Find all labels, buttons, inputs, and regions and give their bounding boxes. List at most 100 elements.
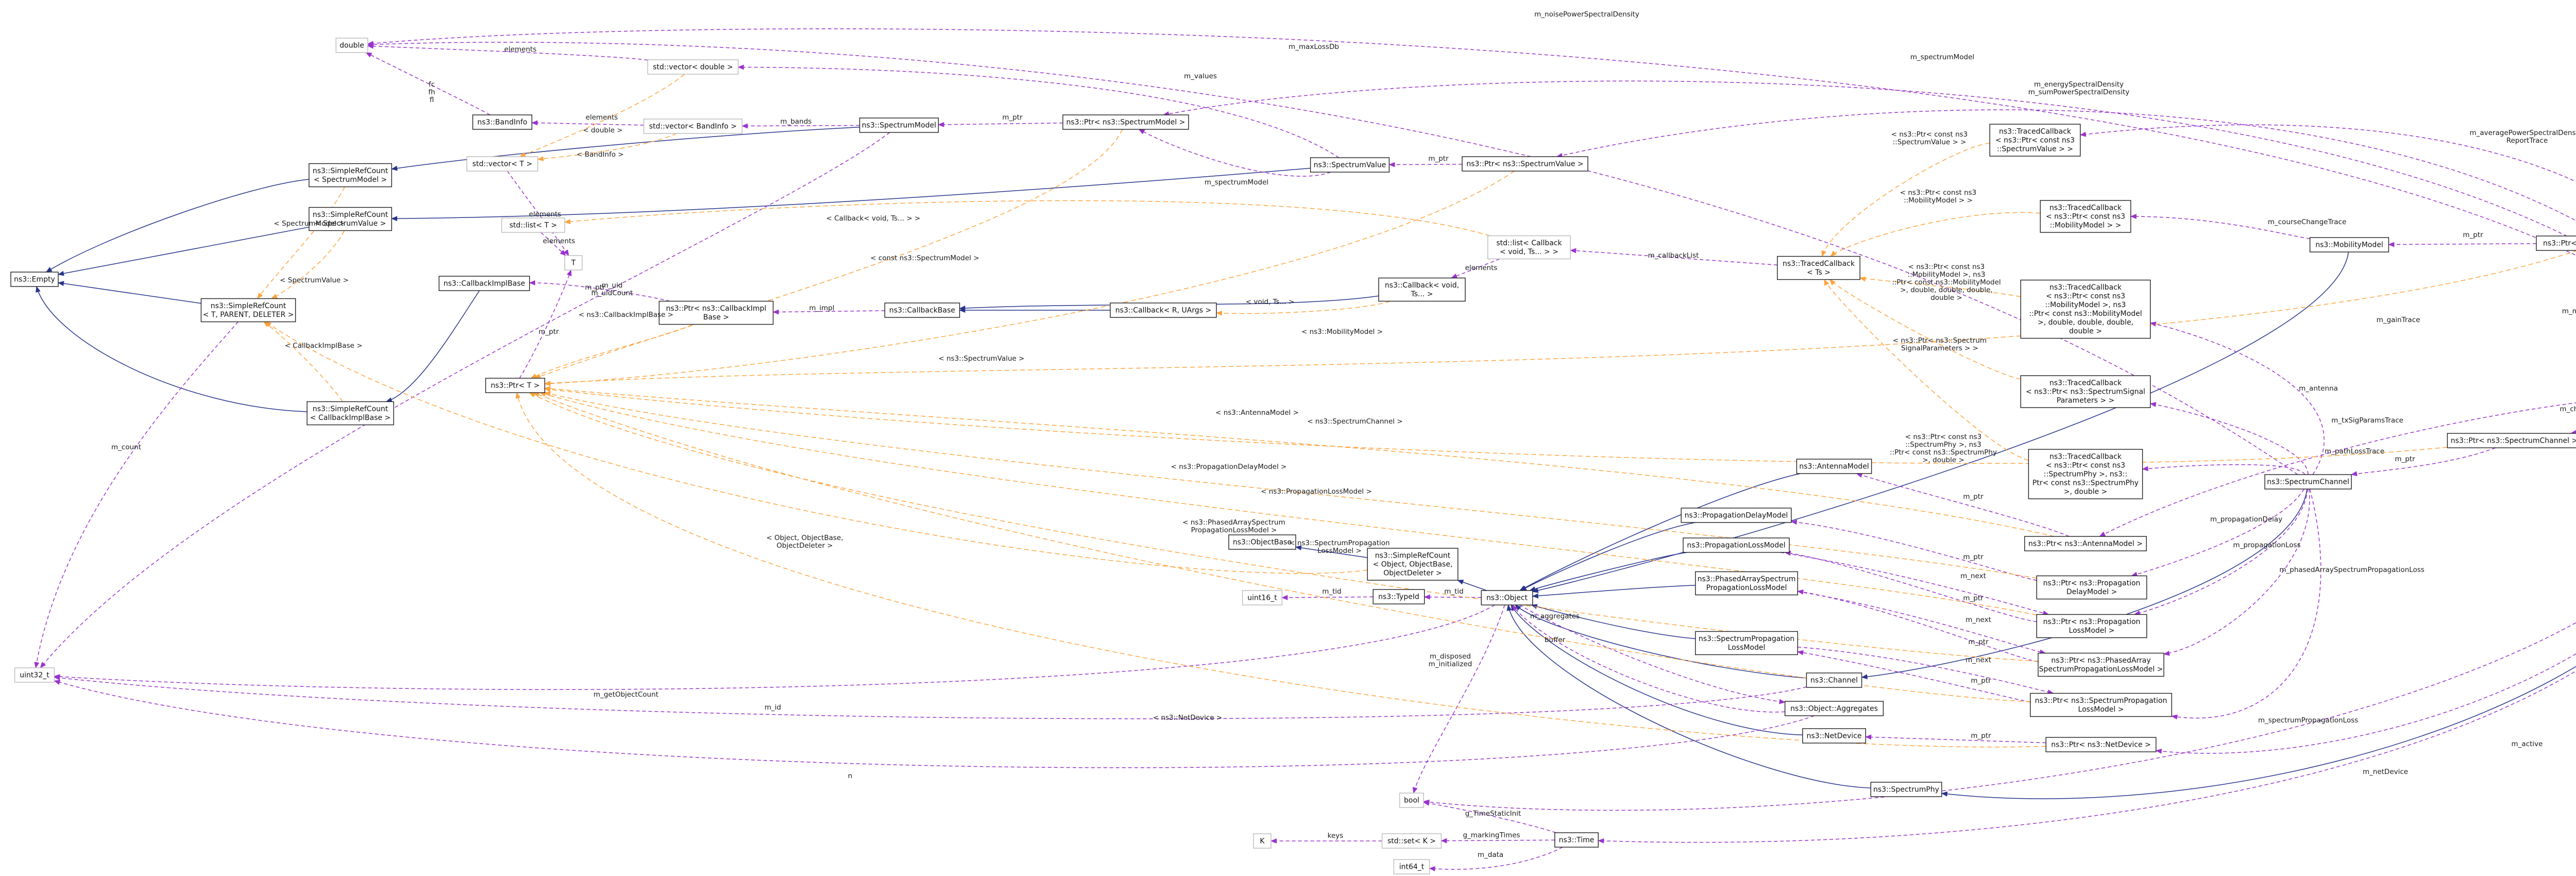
node-spectrummodel[interactable]: ns3::SpectrumModel [859,117,939,133]
edge-usage-analyzer-to-ptrnetdevice [2155,653,2576,754]
edge-label-callbackbase-to-ptrcallbackimplbase: m_impl [809,304,834,312]
node-label-tcgain: ns3::TracedCallback< ns3::Ptr< const ns3… [2029,283,2142,335]
edge-label-vect-to-tbox: elements [529,210,562,218]
edge-template-ptrpropdelay-to-ptrt [544,391,2037,579]
node-label-callbackruargs: ns3::Callback< R, UArgs > [1115,307,1211,315]
node-double[interactable]: double [335,38,368,53]
node-callbackruargs[interactable]: ns3::Callback< R, UArgs > [1110,302,1217,318]
edge-template-ptrcallbackimplbase-to-ptrt [530,324,693,379]
node-callbackimplbase[interactable]: ns3::CallbackImplBase [438,276,530,291]
node-tcmobility[interactable]: ns3::TracedCallback< ns3::Ptr< const ns3… [2040,200,2131,233]
node-vecdouble[interactable]: std::vector< double > [647,59,739,75]
node-int64[interactable]: int64_t [1393,859,1430,874]
node-ptrantenna[interactable]: ns3::Ptr< ns3::AntennaModel > [2024,536,2147,551]
edge-label-srccallbackimplbase-to-srctpd: < CallbackImplBase > [285,342,363,350]
node-spectrumphy[interactable]: ns3::SpectrumPhy [1870,782,1942,797]
edge-usage-analyzer-to-boolbox [1423,622,2576,811]
node-propdelay[interactable]: ns3::PropagationDelayModel [1681,508,1792,523]
node-tchub[interactable]: ns3::TracedCallback< Ts > [1777,256,1860,280]
edge-template-ptrnetdevice-to-ptrt [515,392,2046,748]
edge-label-tchub-to-listcallback: m_callbackList [1648,251,1699,260]
edge-template-vecbandinfo-to-vect [537,133,677,161]
node-mobilitymodel[interactable]: ns3::MobilityModel [2309,237,2389,252]
node-netdevice[interactable]: ns3::NetDevice [1802,728,1866,744]
node-uint16[interactable]: uint16_t [1242,590,1283,605]
node-setk[interactable]: std::set< K > [1381,833,1442,849]
edge-template-srcspectrumvalue-to-srctpd [271,230,345,299]
node-proploss[interactable]: ns3::PropagationLossModel [1683,537,1790,553]
node-label-ptrantenna: ns3::Ptr< ns3::AntennaModel > [2028,540,2143,548]
edge-label-spectrumchannel-to-ptrphasedarray: m_phasedArraySpectrumPropagationLoss [2279,566,2425,574]
node-tcgain[interactable]: ns3::TracedCallback< ns3::Ptr< const ns3… [2020,279,2151,339]
edge-label-ptrcallbackimplbase-to-ptrt: < ns3::CallbackImplBase > [579,311,673,319]
node-callbackbase[interactable]: ns3::CallbackBase [884,302,960,318]
node-srccallbackimplbase[interactable]: ns3::SimpleRefCount< CallbackImplBase > [307,401,394,426]
node-spectrumvalue[interactable]: ns3::SpectrumValue [1310,157,1390,173]
node-srcspectrummodel[interactable]: ns3::SimpleRefCount< SpectrumModel > [309,163,392,188]
node-label-spectrumvalue: ns3::SpectrumValue [1314,161,1386,170]
edge-usage-ptrpropdelay-to-propdelay [1790,519,2037,581]
node-listt[interactable]: std::list< T > [501,217,565,233]
node-listcallback[interactable]: std::list< Callback< void, Ts... > > [1487,235,1571,260]
node-vecbandinfo[interactable]: std::vector< BandInfo > [643,119,743,134]
node-callbackvoid[interactable]: ns3::Callback< void,Ts... > [1378,277,1466,302]
node-srcspectrumvalue[interactable]: ns3::SimpleRefCount< SpectrumValue > [309,207,392,231]
node-label-objectbase: ns3::ObjectBase [1233,538,1292,547]
node-boolbox[interactable]: bool [1399,793,1424,808]
edge-label-spectrumchannel-to-ptrspecproploss: m_spectrumPropagationLoss [2258,716,2358,725]
edge-template-ptrproploss-to-ptrt [539,392,2037,616]
edge-label-spectrumchannel-to-tcgain: m_gainTrace [2377,316,2420,324]
node-ptrt[interactable]: ns3::Ptr< T > [485,378,546,393]
node-empty[interactable]: ns3::Empty [10,272,59,287]
node-tcphy[interactable]: ns3::TracedCallback< ns3::Ptr< const ns3… [2028,449,2143,499]
edge-usage-time-to-int64 [1429,847,1563,872]
node-uint32[interactable]: uint32_t [14,667,55,683]
node-ptrspectrumvalue[interactable]: ns3::Ptr< ns3::SpectrumValue > [1462,156,1588,172]
node-aggregates[interactable]: ns3::Object::Aggregates [1784,701,1884,716]
node-typeid[interactable]: ns3::TypeId [1372,589,1425,604]
edge-label-ptrnetdevice-to-ptrt: < ns3::NetDevice > [1153,714,1222,722]
node-tbox[interactable]: T [564,255,583,271]
edge-label-object-to-uint32: m_getObjectCount [594,690,658,699]
node-channel[interactable]: ns3::Channel [1806,672,1862,688]
node-ptrmobility[interactable]: ns3::Ptr< ns3::MobilityModel > [2536,235,2576,251]
edge-usage-spectrumchannel-to-tcsigparams [2149,402,2309,475]
node-ptrnetdevice[interactable]: ns3::Ptr< ns3::NetDevice > [2045,737,2157,752]
node-tcspectrumvalue[interactable]: ns3::TracedCallback< ns3::Ptr< const ns3… [1989,124,2081,157]
node-vect[interactable]: std::vector< T > [466,156,538,172]
node-antennamodel[interactable]: ns3::AntennaModel [1796,459,1872,474]
node-srctpd[interactable]: ns3::SimpleRefCount< T, PARENT, DELETER … [200,298,296,323]
edge-usage-object-to-uint32 [54,604,1495,690]
node-bandinfo[interactable]: ns3::BandInfo [472,114,533,130]
node-objectbase[interactable]: ns3::ObjectBase [1228,534,1296,550]
node-label-netdevice: ns3::NetDevice [1807,732,1862,740]
edge-usage-vecbandinfo-to-bandinfo [531,120,644,126]
edge-usage-object-to-boolbox [1412,604,1505,794]
node-label-empty: ns3::Empty [14,276,55,284]
node-tcsigparams[interactable]: ns3::TracedCallback< ns3::Ptr< ns3::Spec… [2020,375,2151,408]
node-spectrumchannel[interactable]: ns3::SpectrumChannel [2264,474,2352,490]
node-ptrspectrumchannel[interactable]: ns3::Ptr< ns3::SpectrumChannel > [2447,433,2576,448]
edge-label-proploss-to-ptrproploss: m_next [1960,572,1986,580]
node-time[interactable]: ns3::Time [1554,832,1599,848]
edge-label-ptrspectrumvalue-to-spectrumvalue: m_ptr [1428,155,1449,163]
node-label-setk: std::set< K > [1387,837,1436,846]
node-srcobject[interactable]: ns3::SimpleRefCount< Object, ObjectBase,… [1367,548,1459,581]
edge-label-analyzer-to-ptrnetdevice: m_netDevice [2363,768,2408,776]
edge-usage-ptrmobility-to-mobilitymodel [2388,242,2537,247]
node-kbox[interactable]: K [1253,833,1272,849]
node-object[interactable]: ns3::Object [1481,590,1533,605]
node-label-listt: std::list< T > [510,222,557,230]
node-ptrspectrummodel[interactable]: ns3::Ptr< ns3::SpectrumModel > [1062,114,1189,130]
